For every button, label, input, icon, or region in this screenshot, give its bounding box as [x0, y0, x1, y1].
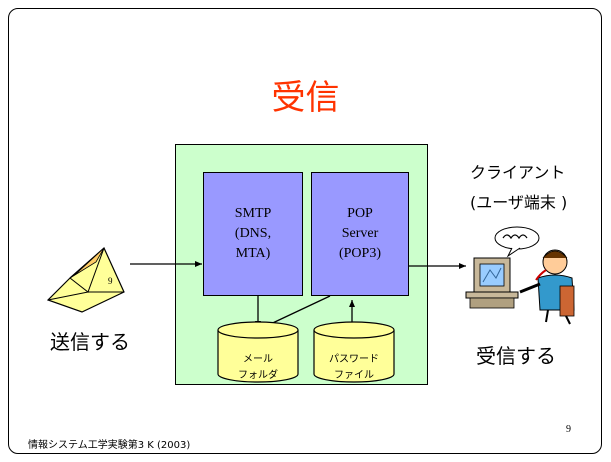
- user-at-computer-icon: [465, 226, 575, 325]
- pop-label-2: Server: [341, 226, 379, 241]
- slide-title: 受信: [271, 78, 340, 118]
- envelope-icon: 9: [46, 247, 125, 313]
- mail-folder-label-1: メール: [243, 354, 273, 365]
- client-label-1: クライアント: [470, 163, 566, 182]
- smtp-label-1: SMTP: [234, 206, 272, 221]
- mail-folder-cylinder: メール フォルダ: [217, 321, 299, 383]
- password-file-label-1: パスワード: [329, 353, 379, 365]
- footer-course: 情報システム工学実験第3 K (2003): [28, 440, 191, 451]
- smtp-label-2: (DNS,: [234, 226, 272, 241]
- client-label-2: (ユーザ端末 ): [470, 193, 568, 212]
- password-file-cylinder: パスワード ファイル: [313, 321, 395, 383]
- send-label: 送信する: [50, 330, 130, 354]
- client-heading: クライアント (ユーザ端末 ): [470, 158, 610, 218]
- smtp-server-box: SMTP (DNS, MTA): [203, 172, 303, 296]
- svg-text:9: 9: [108, 276, 113, 286]
- pop-label-1: POP: [347, 206, 373, 221]
- pop-server-box: POP Server (POP3): [311, 172, 409, 296]
- pop-label-3: (POP3): [338, 246, 381, 261]
- password-file-label-2: ファイル: [334, 370, 374, 381]
- page-number: 9: [566, 424, 571, 435]
- receive-label: 受信する: [476, 344, 556, 368]
- smtp-label-3: MTA): [235, 246, 271, 261]
- mail-folder-label-2: フォルダ: [238, 368, 278, 381]
